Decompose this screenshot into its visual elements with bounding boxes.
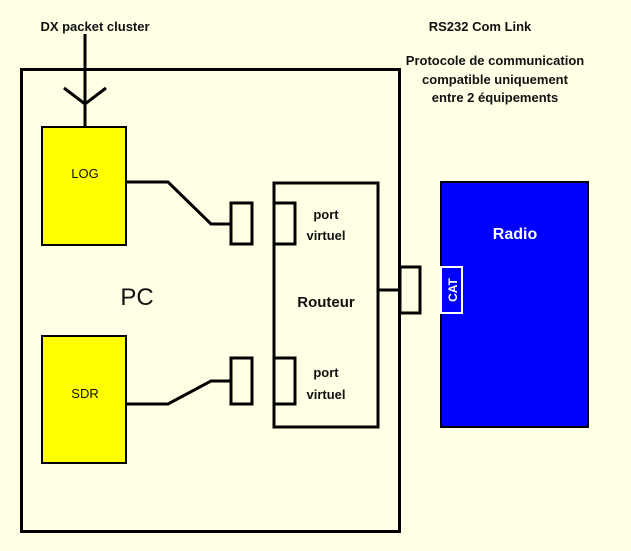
cat-port (440, 266, 463, 314)
radio-box (440, 181, 589, 428)
protocol-line-3: entre 2 équipements (431, 90, 559, 105)
protocol-line-1: Protocole de communication (405, 53, 585, 68)
sdr-connection-line (126, 379, 231, 406)
pc-label: PC (120, 284, 154, 311)
protocol-line-2: compatible uniquement (422, 72, 568, 87)
log-connector (229, 201, 254, 246)
virtual-port-top-line-1: port (313, 207, 339, 222)
log-label: LOG (71, 166, 99, 181)
antenna-icon (63, 86, 107, 106)
router-virtual-port-top (272, 201, 297, 246)
router-virtual-port-bottom (272, 356, 297, 406)
virtual-port-bottom-line-1: port (313, 365, 339, 380)
router-box (272, 181, 380, 429)
virtual-port-bottom-line-2: virtuel (306, 387, 346, 402)
cat-label: CAT (446, 277, 460, 301)
radio-label: Radio (492, 226, 538, 243)
sdr-connector (229, 356, 254, 406)
virtual-port-top-line-2: virtuel (306, 228, 346, 243)
sdr-label: SDR (71, 386, 99, 401)
log-box (41, 126, 127, 246)
router-label: Routeur (297, 294, 355, 311)
dx-cluster-label: DX packet cluster (40, 19, 150, 34)
sdr-box (41, 335, 127, 464)
rs232-link-label: RS232 Com Link (428, 19, 532, 34)
rs232-connector (398, 265, 422, 315)
log-connection-line (126, 180, 231, 226)
